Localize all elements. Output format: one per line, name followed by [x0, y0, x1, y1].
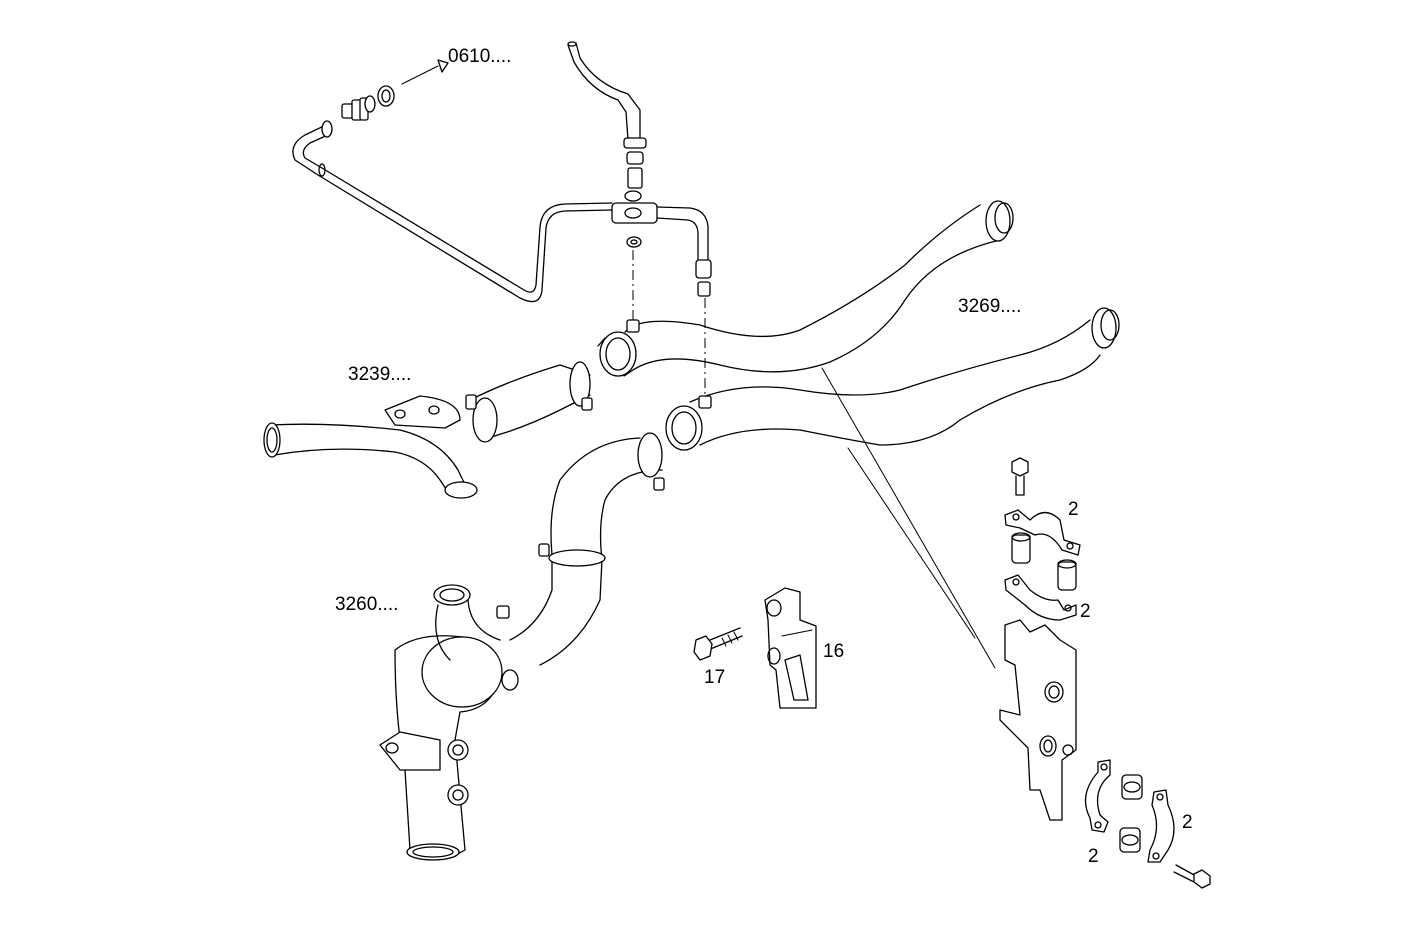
bolt-17 [693, 627, 743, 661]
mounting-bracket-assembly [999, 457, 1211, 889]
hose-3239 [263, 361, 593, 499]
breather-pipe-left [292, 120, 613, 303]
fitting-assembly-0610 [341, 59, 449, 121]
part-label-2-b: 2 [1080, 601, 1091, 622]
vent-pipe-top [567, 41, 712, 297]
bracket-16 [764, 587, 817, 709]
ref-label-3269: 3269.... [958, 296, 1021, 317]
hose-3260 [379, 432, 665, 861]
hose-3269-lower [665, 307, 1120, 451]
part-label-2-d: 2 [1088, 846, 1099, 867]
part-label-2-a: 2 [1068, 499, 1079, 520]
ref-label-3260: 3260.... [335, 594, 398, 615]
part-label-2-c: 2 [1182, 812, 1193, 833]
part-label-17: 17 [704, 667, 725, 688]
ref-label-0610: 0610.... [448, 46, 511, 67]
part-label-16: 16 [823, 641, 844, 662]
leader-line-lower [847, 447, 976, 639]
ref-label-3239: 3239.... [348, 364, 411, 385]
hose-3269-upper [597, 200, 1014, 377]
leader-line-upper [821, 367, 996, 669]
